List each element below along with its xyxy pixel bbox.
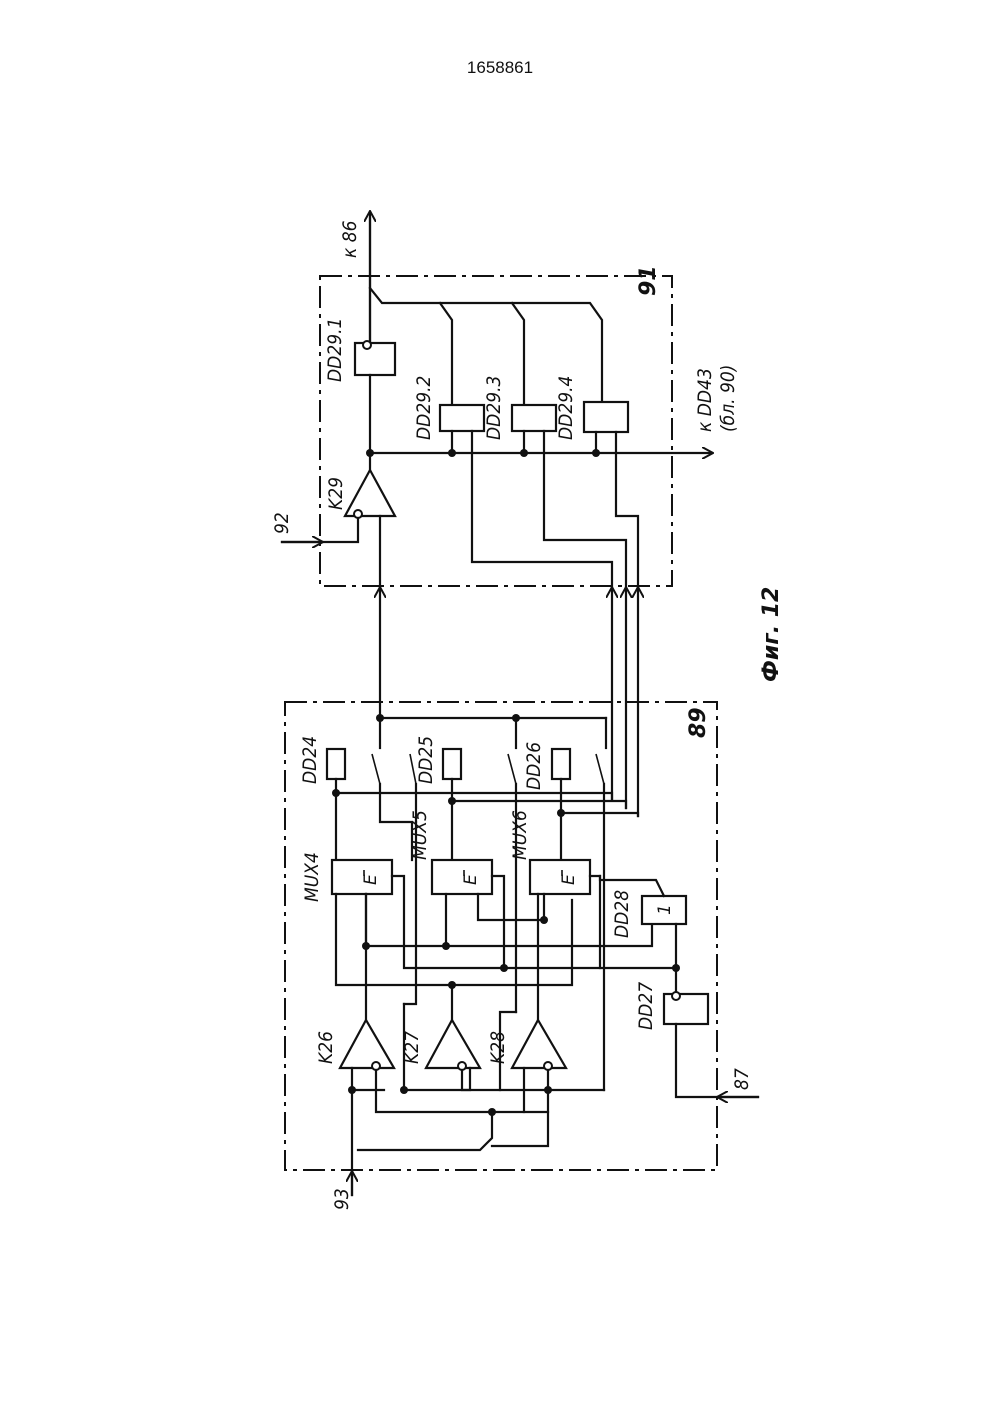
block-91-label: 91 — [636, 265, 661, 296]
k29-inverting-input — [354, 510, 362, 518]
feedback-wire-b — [440, 303, 452, 405]
in87-label: 87 — [731, 1068, 753, 1090]
dd27-inv — [672, 992, 680, 1000]
k26-triangle — [340, 1020, 394, 1068]
k28-inverting-input — [544, 1062, 552, 1070]
block-91: 91 к 86 DD29.1 DD29.2 DD29.3 DD29.4 к DD… — [271, 212, 739, 586]
in92-label: 92 — [271, 512, 293, 534]
dd29-2-label: DD29.2 — [413, 376, 435, 440]
dd29-3-label: DD29.3 — [483, 376, 505, 440]
k26-label: K26 — [315, 1031, 337, 1064]
switch-4 — [596, 754, 604, 784]
dd29-1-label: DD29.1 — [324, 318, 346, 382]
switch-3 — [508, 754, 516, 784]
dd29-1-box — [355, 343, 395, 375]
switch-1 — [372, 754, 380, 784]
dd24-box — [327, 749, 345, 779]
dd26-box — [552, 749, 570, 779]
in93-label: 93 — [331, 1188, 353, 1210]
dd29-4-box — [584, 402, 628, 432]
dd25-box — [443, 749, 461, 779]
dd28-label: DD28 — [611, 890, 633, 938]
dd27-label: DD27 — [635, 982, 657, 1030]
k27-inverting-input — [458, 1062, 466, 1070]
k29-label: K29 — [325, 477, 347, 510]
k28-label: K28 — [487, 1031, 509, 1064]
mux6-label: MUX6 — [509, 810, 531, 860]
k28-triangle — [512, 1020, 566, 1068]
dd29-4-label: DD29.4 — [555, 376, 577, 440]
dd26-label: DD26 — [523, 742, 545, 790]
to-dd43-label: к DD43 — [694, 368, 716, 432]
mux5-label: MUX5 — [409, 810, 431, 860]
block-89-label: 89 — [686, 707, 711, 738]
feedback-wire-c — [512, 303, 524, 405]
dd27-box — [664, 994, 708, 1024]
mux4-label: MUX4 — [301, 852, 323, 902]
k26-inverting-input — [372, 1062, 380, 1070]
dd29-3-box — [512, 405, 556, 431]
dd29-2-box — [440, 405, 484, 431]
dd24-label: DD24 — [299, 736, 321, 784]
to-dd43-note: (бл. 90) — [717, 365, 739, 432]
out86-label: к 86 — [339, 220, 361, 258]
dd25-label: DD25 — [415, 736, 437, 784]
dd29-1-inv — [363, 341, 371, 349]
dd28-or-symbol: 1 — [655, 904, 675, 915]
k27-triangle — [426, 1020, 480, 1068]
figure-caption: Фиг. 12 — [759, 587, 784, 682]
k29-triangle — [345, 470, 395, 516]
block-89: 89 DD24 DD25 DD26 — [285, 702, 758, 1210]
